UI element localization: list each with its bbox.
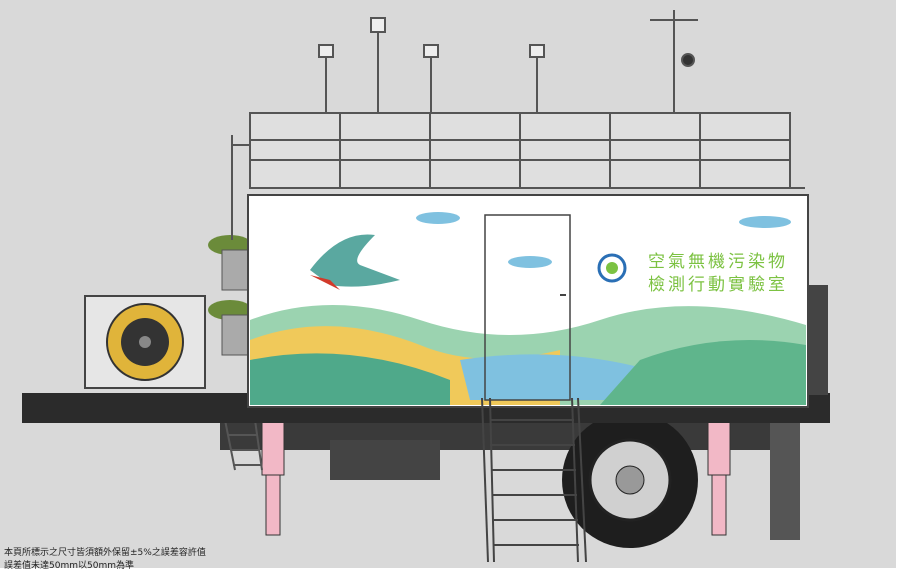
- tolerance-note-line1: 本頁所標示之尺寸皆須額外保留±5%之誤差容許值: [4, 548, 206, 558]
- side-ladder: [224, 419, 263, 471]
- lab-door: [484, 214, 571, 401]
- tolerance-note-line2: 誤差值未達50mm以50mm為準: [4, 561, 134, 571]
- rear-stairs: [481, 397, 587, 563]
- bird-mural: [310, 234, 400, 287]
- lab-container: [247, 194, 809, 408]
- lab-title-line1: 空氣無機污染物: [648, 252, 788, 272]
- truck-wheel: [562, 412, 698, 548]
- rooftop-railing: [231, 112, 805, 240]
- lab-title-line2: 檢測行動實驗室: [648, 275, 788, 295]
- green-antennas: [208, 235, 252, 356]
- sampling-inlets: [318, 10, 698, 113]
- cable-reel-box: [84, 295, 206, 389]
